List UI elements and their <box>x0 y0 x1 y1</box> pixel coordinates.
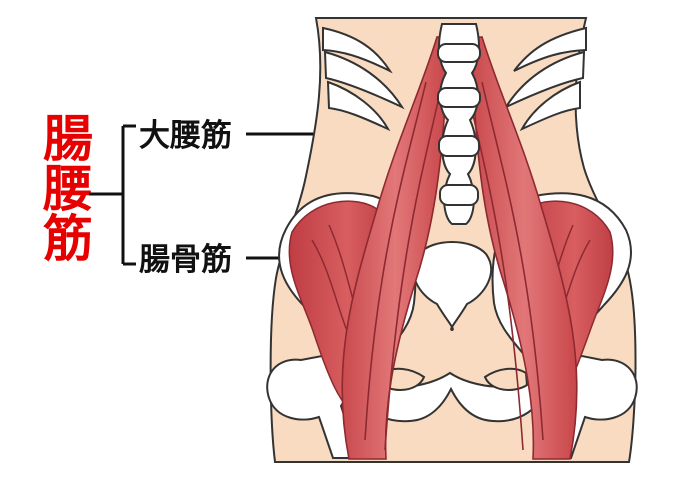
psoas-major-label: 大腰筋 <box>139 118 232 154</box>
iliacus-label: 腸骨筋 <box>139 242 232 278</box>
ribcage <box>322 26 587 132</box>
lumbar-spine <box>437 23 481 225</box>
bracket-connector <box>89 124 136 266</box>
psoas-muscles <box>341 36 578 460</box>
diagram-title: 腸腰筋 <box>35 112 93 262</box>
